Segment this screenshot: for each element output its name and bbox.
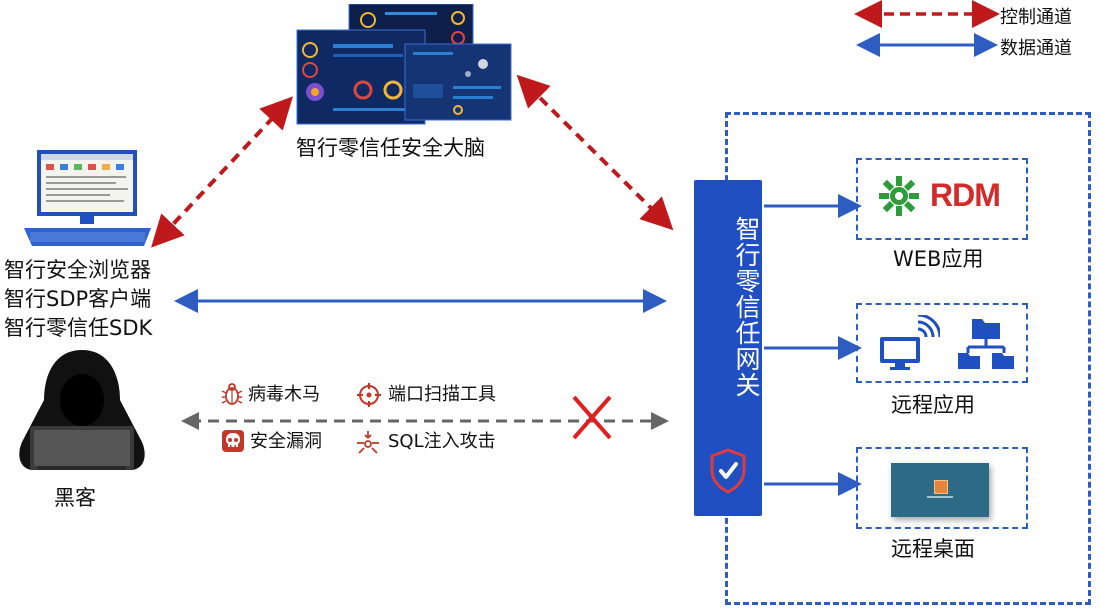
- remote-desktop-label: 远程桌面: [891, 537, 975, 561]
- client-label-sdk: 智行零信任SDK: [4, 316, 153, 340]
- web-app-box: RDM: [856, 158, 1028, 240]
- control-brain-gateway: [516, 74, 674, 231]
- threat-vuln-label: 安全漏洞: [250, 431, 322, 452]
- threat-port-scan-label: 端口扫描工具: [388, 384, 496, 405]
- hacker-icon: [8, 346, 156, 474]
- threat-virus-label: 病毒木马: [248, 384, 320, 405]
- skull-icon: [221, 429, 245, 453]
- remote-desktop-box: [856, 447, 1028, 529]
- legend-data-label: 数据通道: [1000, 38, 1072, 59]
- threat-sql-label: SQL注入攻击: [388, 431, 496, 452]
- rdm-logo: RDM: [930, 177, 1001, 213]
- gear-logo-icon: [878, 174, 920, 218]
- injection-icon: [355, 429, 381, 455]
- hacker-label: 黑客: [54, 486, 96, 510]
- client-label-browser: 智行安全浏览器: [4, 258, 151, 282]
- legend-control-label: 控制通道: [1000, 7, 1072, 28]
- desktop-screen-icon: [891, 463, 989, 517]
- zero-trust-gateway: 智行零信任网关: [694, 180, 762, 516]
- crosshair-icon: [356, 382, 382, 408]
- blocked-x-icon: [572, 395, 612, 440]
- remote-app-label: 远程应用: [891, 393, 975, 417]
- brain-dashboard-image: [293, 3, 515, 128]
- gateway-label: 智行零信任网关: [732, 216, 761, 398]
- web-app-label: WEB应用: [893, 247, 984, 271]
- remote-app-box: [856, 303, 1028, 383]
- monitor-wifi-icon: [878, 313, 942, 371]
- folder-network-icon: [958, 317, 1014, 371]
- shield-check-icon: [708, 448, 748, 494]
- brain-label: 智行零信任安全大脑: [296, 136, 485, 160]
- bug-icon: [221, 382, 243, 406]
- control-client-brain: [151, 96, 293, 248]
- client-label-sdp: 智行SDP客户端: [4, 287, 152, 311]
- client-computer-icon: [20, 148, 155, 252]
